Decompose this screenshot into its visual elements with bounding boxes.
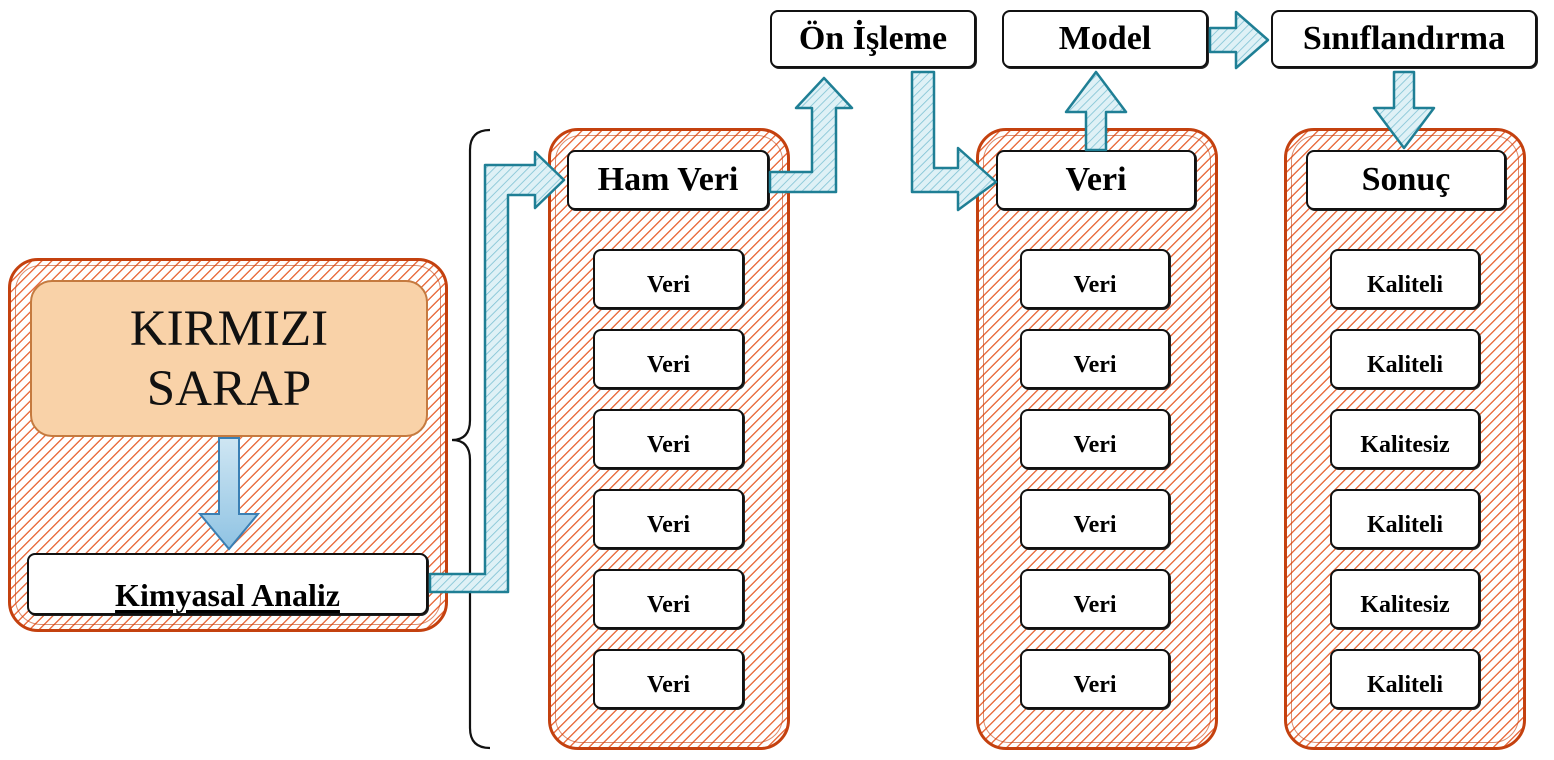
model-node: Model	[1002, 10, 1208, 68]
raw-data-item: Veri	[593, 249, 744, 309]
preprocess-to-data-arrow-icon	[910, 70, 998, 212]
raw-data-item: Veri	[593, 569, 744, 629]
raw-to-preprocess-arrow-icon	[768, 76, 854, 194]
classification-to-result-arrow-icon	[1372, 70, 1436, 150]
wine-node: KIRMIZI SARAP	[30, 280, 428, 437]
processed-data-item: Veri	[1020, 569, 1170, 629]
result-header: Sonuç	[1306, 150, 1506, 210]
raw-data-item: Veri	[593, 329, 744, 389]
analysis-to-raw-arrow-icon	[428, 150, 566, 594]
result-item: Kaliteli	[1330, 489, 1480, 549]
model-to-classification-arrow-icon	[1208, 10, 1270, 70]
raw-data-item: Veri	[593, 489, 744, 549]
chemical-analysis-node: Kimyasal Analiz	[27, 553, 428, 615]
raw-data-item: Veri	[593, 649, 744, 709]
raw-data-header: Ham Veri	[567, 150, 769, 210]
raw-data-item: Veri	[593, 409, 744, 469]
processed-data-item: Veri	[1020, 329, 1170, 389]
raw-data-panel	[548, 128, 790, 750]
result-item: Kalitesiz	[1330, 569, 1480, 629]
result-item: Kaliteli	[1330, 249, 1480, 309]
wine-title-line2: SARAP	[146, 360, 312, 417]
data-to-model-arrow-icon	[1064, 70, 1128, 152]
result-item: Kalitesiz	[1330, 409, 1480, 469]
processed-data-item: Veri	[1020, 249, 1170, 309]
processed-data-item: Veri	[1020, 409, 1170, 469]
result-item: Kaliteli	[1330, 649, 1480, 709]
down-arrow-icon	[197, 437, 261, 551]
result-item: Kaliteli	[1330, 329, 1480, 389]
classification-node: Sınıflandırma	[1271, 10, 1537, 68]
preprocessing-node: Ön İşleme	[770, 10, 976, 68]
curly-brace-icon	[451, 128, 491, 750]
processed-data-item: Veri	[1020, 489, 1170, 549]
wine-title-line1: KIRMIZI	[129, 300, 329, 357]
processed-data-item: Veri	[1020, 649, 1170, 709]
